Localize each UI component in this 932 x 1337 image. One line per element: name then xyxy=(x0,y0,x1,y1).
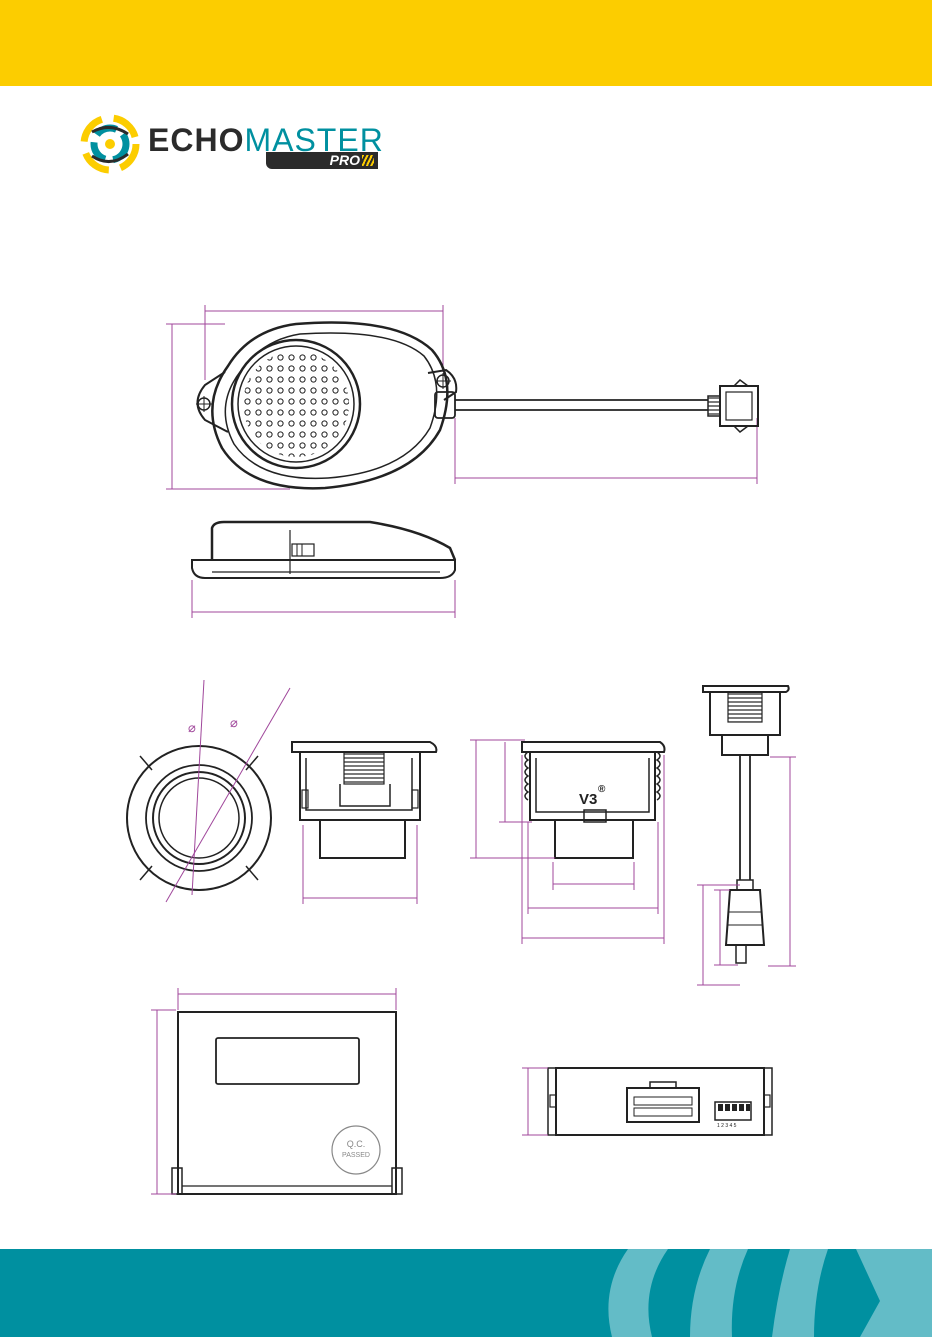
sensor-model-mark: ® xyxy=(598,784,606,795)
control-module-front-view xyxy=(151,988,402,1194)
diameter-symbol-2: ⌀ xyxy=(230,715,238,730)
module-side-dimension-lines xyxy=(522,1068,548,1135)
sensor-model-label: V3 xyxy=(579,791,597,808)
diameter-symbol-1: ⌀ xyxy=(188,720,196,735)
port-pins xyxy=(634,1097,692,1116)
speaker-grill xyxy=(243,351,349,457)
footer-wave-graphic xyxy=(0,1249,932,1337)
sensor-side-view xyxy=(292,742,436,904)
sensor-v3-dimension-lines xyxy=(470,740,664,944)
sensor-with-cable-view xyxy=(697,686,796,985)
sensor-front-view xyxy=(127,680,290,902)
bottom-teal-bar xyxy=(0,1249,932,1337)
module-front-dimension-lines xyxy=(151,988,396,1194)
sticker-passed-text: PASSED xyxy=(342,1152,370,1159)
speaker-side-dimension xyxy=(192,580,455,618)
dip-switch-numbers: 1 2 3 4 5 xyxy=(717,1123,737,1129)
module-label-window xyxy=(216,1038,359,1084)
speaker-side-view xyxy=(192,522,455,618)
sticker-qc-text: Q.C. xyxy=(347,1139,366,1149)
sensor-cable-plug xyxy=(726,890,764,945)
qc-passed-sticker xyxy=(332,1126,380,1174)
speaker-top-view xyxy=(166,305,758,489)
sensor-v3-section-view xyxy=(470,740,665,944)
